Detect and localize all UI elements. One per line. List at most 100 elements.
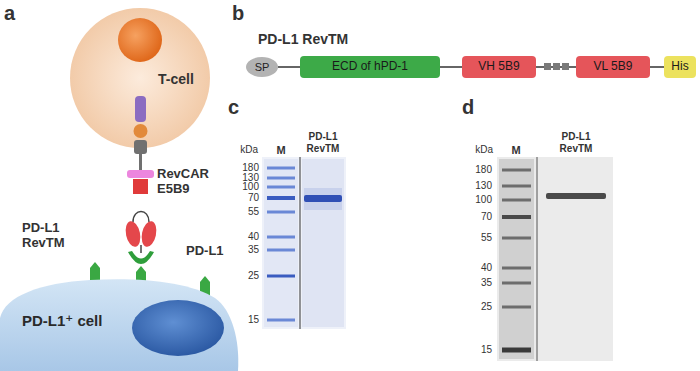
marker-size: 180	[475, 164, 492, 176]
cell-illustration	[132, 300, 224, 356]
marker-size: 15	[481, 344, 492, 356]
marker-size: 100	[242, 181, 259, 193]
cell-illustration	[134, 140, 147, 154]
cell-illustration	[118, 18, 162, 62]
linker-squares	[553, 63, 560, 70]
lane-label: M	[276, 144, 285, 157]
gel-d	[502, 215, 531, 219]
gel-c	[302, 159, 344, 327]
t-cell: T-cell	[70, 8, 210, 148]
target-cell: PD-L1⁺ cell	[0, 276, 240, 371]
domain-box: VL 5B9	[576, 56, 650, 78]
callout-label: PD-L1	[186, 244, 224, 259]
marker-size: 70	[248, 192, 259, 204]
marker-size: 15	[248, 314, 259, 326]
panel-letter: c	[228, 96, 239, 119]
revtm-molecule	[133, 212, 149, 223]
marker-size: 25	[248, 270, 259, 282]
gel-c	[267, 275, 295, 278]
gel-c	[267, 167, 295, 170]
cell-illustration	[70, 8, 210, 148]
gel-c	[267, 177, 295, 180]
linker-squares	[544, 63, 551, 70]
marker-size: 40	[481, 262, 492, 274]
gel-d	[502, 306, 531, 309]
domain-box: ECD of hPD-1	[300, 56, 440, 78]
gel-c	[267, 196, 295, 200]
panel-letter: b	[232, 2, 244, 25]
cell-illustration	[134, 124, 148, 138]
revtm-molecule	[128, 251, 154, 264]
cell-illustration	[246, 57, 278, 77]
gel-d	[502, 237, 531, 240]
domain-box: VH 5B9	[462, 56, 536, 78]
gel-c	[300, 157, 301, 329]
signal-peptide: SP	[246, 57, 278, 77]
node-text: ECD of hPD-1	[332, 60, 408, 74]
node-text: SP	[255, 61, 270, 74]
linker-line	[440, 66, 462, 68]
gel-d	[497, 157, 613, 361]
gel-d	[497, 157, 613, 361]
gel-d	[502, 348, 531, 353]
cell-illustration	[135, 96, 146, 122]
panel-letter: d	[462, 96, 474, 119]
lane-label: PD-L1 RevTM	[298, 131, 348, 154]
marker-size: 25	[481, 301, 492, 313]
cell-illustration	[0, 279, 238, 371]
node-text: VH 5B9	[478, 60, 519, 74]
gel-c	[267, 319, 295, 322]
marker-size: 70	[481, 211, 492, 223]
node-text: PD-L1⁺ cell	[22, 312, 102, 329]
unit-label: kDa	[240, 144, 258, 156]
construct-heading: PD-L1 RevTM	[258, 31, 348, 47]
marker-size: 55	[248, 206, 259, 218]
revtm-molecule	[123, 212, 158, 265]
gel-c	[262, 157, 346, 329]
cell-illustration	[139, 154, 142, 170]
linker-line	[278, 66, 300, 68]
revtm-molecule	[140, 245, 142, 253]
node-text: VL 5B9	[594, 60, 633, 74]
cell-illustration	[127, 170, 154, 178]
revtm-molecule	[139, 220, 158, 248]
gel-d	[499, 159, 534, 359]
cell-illustration	[133, 179, 148, 194]
marker-size: 55	[481, 232, 492, 244]
linker-line	[650, 66, 664, 68]
gel-d	[546, 193, 606, 199]
gel-c	[267, 249, 295, 252]
marker-size: 35	[248, 244, 259, 256]
callout-label: RevCAR E5B9	[157, 167, 215, 197]
gel-d	[502, 185, 531, 188]
gel-d	[502, 267, 531, 270]
gel-c	[264, 159, 298, 327]
gel-d	[537, 157, 538, 361]
unit-label: kDa	[475, 144, 493, 156]
gel-c	[304, 195, 342, 202]
linker-squares	[544, 63, 569, 70]
lane-label: M	[511, 144, 520, 157]
callout-label: PD-L1 RevTM	[22, 221, 78, 251]
marker-size: 35	[481, 277, 492, 289]
panel-letter: a	[4, 2, 15, 25]
tag-box: His	[664, 56, 696, 78]
gel-d	[502, 282, 531, 285]
marker-size: 130	[475, 180, 492, 192]
lane-label: PD-L1 RevTM	[551, 131, 601, 154]
node-text: His	[671, 60, 688, 74]
gel-c	[262, 157, 346, 329]
gel-c	[267, 236, 295, 239]
marker-size: 100	[475, 194, 492, 206]
marker-size: 40	[248, 231, 259, 243]
linker-squares	[562, 63, 569, 70]
gel-c	[267, 186, 295, 189]
node-text: T-cell	[158, 71, 194, 87]
gel-d	[502, 199, 531, 202]
marker-size: 180	[242, 162, 259, 174]
gel-c	[304, 188, 342, 210]
gel-d	[502, 169, 531, 172]
revtm-molecule	[123, 220, 142, 248]
gel-c	[267, 211, 295, 214]
